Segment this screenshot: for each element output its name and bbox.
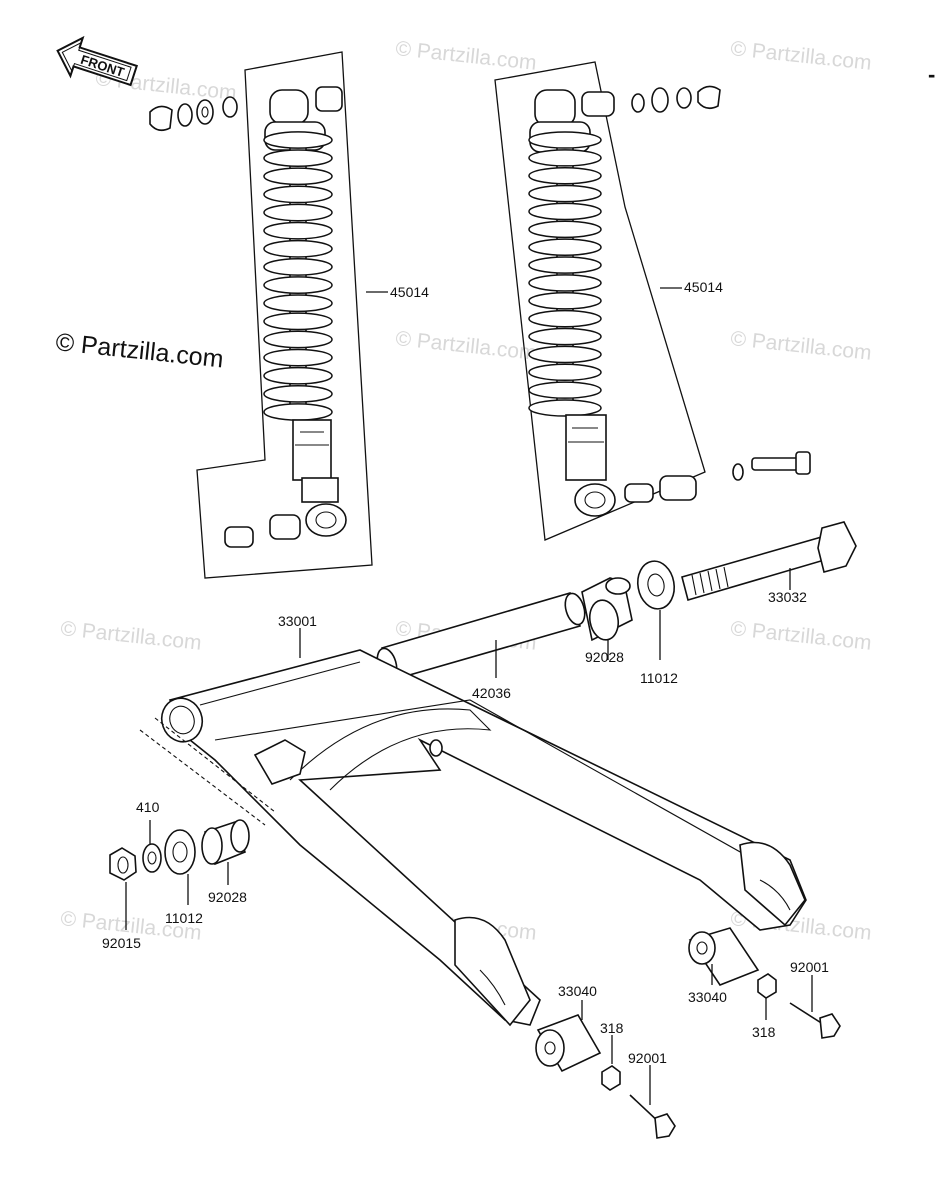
spring-coil bbox=[528, 309, 602, 328]
spring-coil bbox=[263, 312, 333, 331]
pivot-collar-right bbox=[581, 577, 633, 642]
spring-coil bbox=[528, 363, 602, 382]
spring-coil bbox=[263, 330, 333, 349]
watermark: © Partzilla.com bbox=[729, 617, 872, 655]
callout-locknut-left: 318 bbox=[600, 1020, 624, 1036]
callout-bolt-right: 92001 bbox=[790, 959, 829, 975]
spring-coil bbox=[528, 220, 602, 239]
callout-pivot-bolt: 33032 bbox=[768, 589, 807, 605]
spring-coil bbox=[528, 327, 602, 346]
callout-shock-right: 45014 bbox=[684, 279, 723, 295]
spring-coil bbox=[528, 149, 602, 167]
bolt-right bbox=[789, 1002, 841, 1039]
locknut-right bbox=[757, 973, 777, 999]
washer-left bbox=[164, 829, 196, 875]
spring-coil bbox=[528, 399, 602, 417]
spring-coil bbox=[263, 221, 333, 240]
chain-adjuster-right bbox=[688, 927, 760, 986]
spring-coil bbox=[263, 203, 333, 222]
callout-adjuster-left: 33040 bbox=[558, 983, 597, 999]
spring-coil bbox=[263, 384, 333, 403]
callout-washer-right: 11012 bbox=[640, 670, 678, 686]
callout-washer-left: 11012 bbox=[165, 910, 203, 926]
callout-bolt-left: 92001 bbox=[628, 1050, 667, 1066]
spring-coil bbox=[528, 256, 602, 274]
spring-coil bbox=[528, 166, 602, 185]
washer-410 bbox=[142, 843, 162, 873]
watermark-layer: © Partzilla.com © Partzilla.com © Partzi… bbox=[59, 37, 872, 945]
spring-coil bbox=[263, 403, 333, 421]
spring-coil bbox=[528, 202, 602, 221]
collar-left bbox=[201, 819, 250, 866]
spring-coil bbox=[528, 131, 602, 149]
spring-coil bbox=[263, 366, 333, 385]
callout-washer-410: 410 bbox=[136, 799, 160, 815]
spring-coil bbox=[528, 238, 602, 256]
callout-collar-left: 92028 bbox=[208, 889, 247, 905]
spring-coil bbox=[263, 149, 333, 168]
spring-coil bbox=[528, 345, 602, 364]
swingarm bbox=[139, 649, 807, 1027]
callout-shock-left: 45014 bbox=[390, 284, 429, 300]
pivot-bolt bbox=[681, 521, 857, 601]
callout-swingarm: 33001 bbox=[278, 613, 317, 629]
right-shock-absorber bbox=[494, 61, 811, 541]
left-shock-absorber bbox=[149, 51, 373, 579]
spring-coil bbox=[528, 274, 602, 292]
nut-92015 bbox=[109, 847, 137, 881]
locknut-left bbox=[601, 1065, 621, 1091]
spring-coil bbox=[528, 381, 602, 399]
watermark: © Partzilla.com bbox=[729, 37, 872, 75]
spring-coil bbox=[263, 276, 333, 294]
spring-coil bbox=[263, 185, 333, 204]
watermark: © Partzilla.com bbox=[729, 327, 872, 365]
spring-coil bbox=[263, 131, 333, 149]
spring-coil bbox=[263, 294, 333, 313]
callout-nut: 92015 bbox=[102, 935, 141, 951]
copyright-text: © Partzilla.com bbox=[54, 328, 224, 373]
spring-coil bbox=[263, 348, 333, 367]
spring-coil bbox=[263, 167, 333, 186]
bolt-left bbox=[629, 1094, 676, 1139]
spring-coil bbox=[263, 239, 333, 258]
callout-adjuster-right: 33040 bbox=[688, 989, 727, 1005]
spring-coil bbox=[263, 258, 333, 276]
watermark: © Partzilla.com bbox=[394, 37, 537, 75]
spring-coil bbox=[528, 292, 602, 310]
watermark: © Partzilla.com bbox=[59, 617, 202, 655]
spring-coil bbox=[528, 184, 602, 203]
watermark: © Partzilla.com bbox=[394, 327, 537, 365]
corner-mark: - bbox=[928, 62, 935, 87]
callout-collar-right: 92028 bbox=[585, 649, 624, 665]
pivot-washer-right bbox=[636, 560, 676, 610]
callout-locknut-right: 318 bbox=[752, 1024, 776, 1040]
callout-sleeve: 42036 bbox=[472, 685, 511, 701]
chain-adjuster-left bbox=[535, 1014, 602, 1073]
